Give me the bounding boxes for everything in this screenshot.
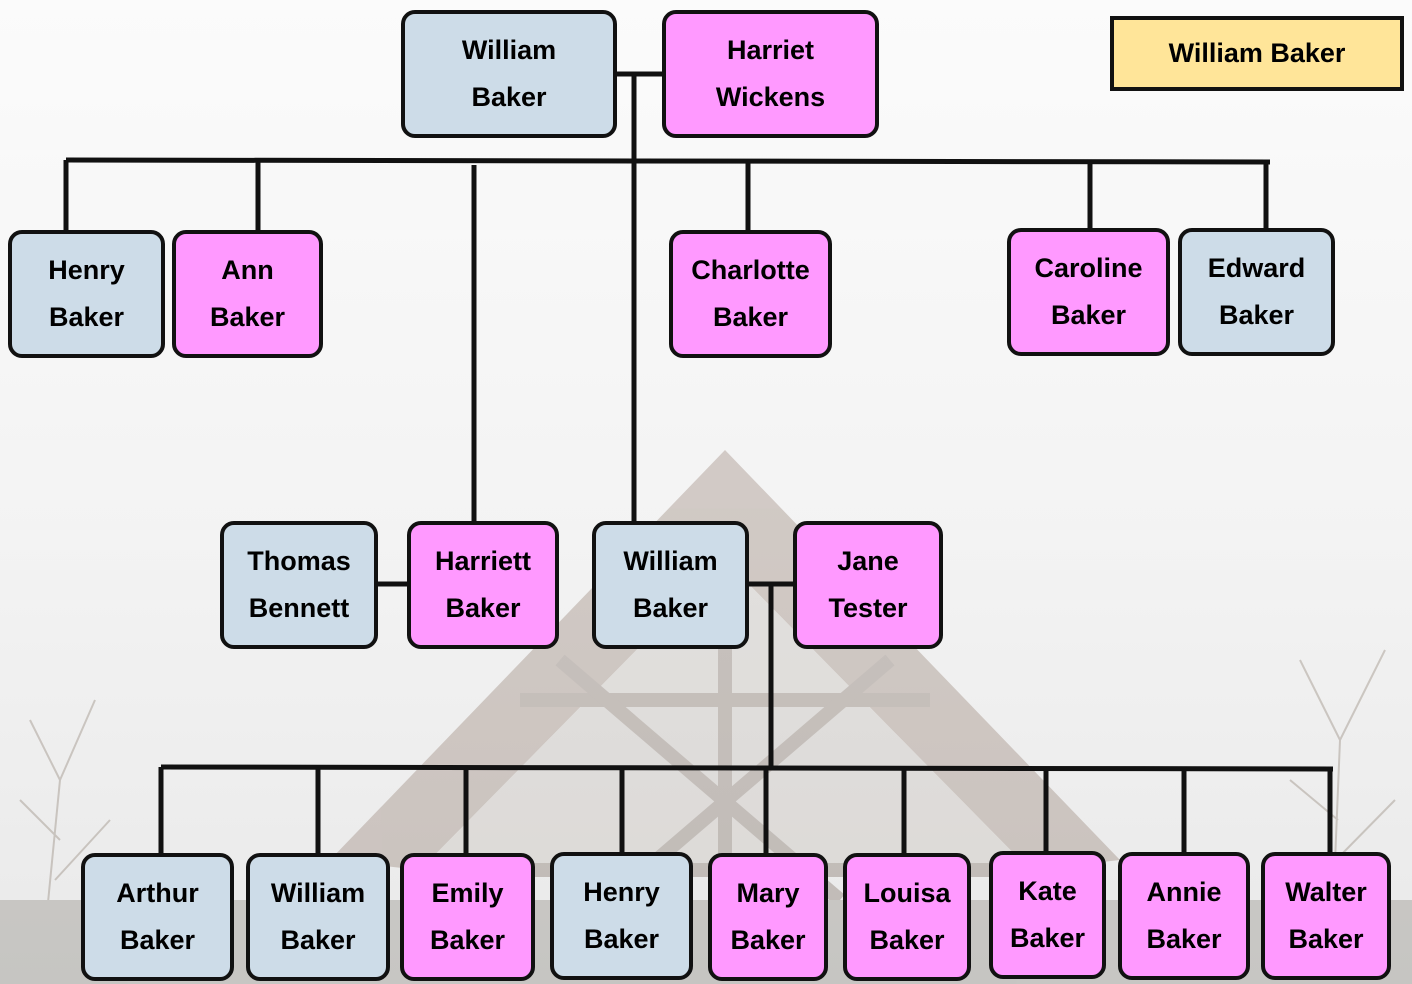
- first-name: Thomas: [247, 546, 351, 576]
- person-caroline-baker[interactable]: Caroline Baker: [1007, 228, 1170, 356]
- person-harriet-wickens[interactable]: Harriet Wickens: [662, 10, 879, 138]
- last-name: Baker: [730, 925, 806, 955]
- person-louisa-baker[interactable]: Louisa Baker: [843, 853, 971, 981]
- person-harriett-baker[interactable]: Harriett Baker: [407, 521, 559, 649]
- person-emily-baker[interactable]: Emily Baker: [400, 853, 535, 981]
- first-name: Kate: [1018, 876, 1077, 906]
- first-name: Mary: [736, 878, 800, 908]
- last-name: Baker: [1146, 924, 1222, 954]
- last-name: Wickens: [715, 82, 826, 112]
- person-edward-baker[interactable]: Edward Baker: [1178, 228, 1335, 356]
- last-name: Baker: [583, 924, 660, 954]
- first-name: Caroline: [1034, 253, 1143, 283]
- first-name: Jane: [837, 546, 899, 576]
- person-william-baker-sr[interactable]: William Baker: [401, 10, 617, 138]
- first-name: William: [461, 35, 557, 65]
- first-name: Walter: [1285, 877, 1367, 907]
- last-name: Baker: [429, 925, 506, 955]
- first-name: Harriet: [726, 35, 815, 65]
- person-ann-baker[interactable]: Ann Baker: [172, 230, 323, 358]
- last-name: Baker: [869, 925, 945, 955]
- first-name: Annie: [1146, 877, 1222, 907]
- person-william-baker-jr[interactable]: William Baker: [592, 521, 749, 649]
- first-name: Harriett: [434, 546, 532, 576]
- last-name: Baker: [48, 302, 125, 332]
- first-name: William: [623, 546, 718, 576]
- first-name: Emily: [431, 878, 504, 908]
- person-charlotte-baker[interactable]: Charlotte Baker: [669, 230, 832, 358]
- first-name: Arthur: [116, 878, 199, 908]
- last-name: Baker: [712, 302, 789, 332]
- last-name: Baker: [1218, 300, 1295, 330]
- first-name: Henry: [583, 877, 660, 907]
- first-name: Charlotte: [691, 255, 810, 285]
- person-henry-baker-2[interactable]: Henry Baker: [550, 852, 693, 980]
- last-name: Tester: [828, 593, 908, 623]
- first-name: Louisa: [863, 878, 951, 908]
- person-thomas-bennett[interactable]: Thomas Bennett: [220, 521, 378, 649]
- last-name: Baker: [471, 82, 547, 112]
- last-name: Baker: [1050, 300, 1127, 330]
- person-jane-tester[interactable]: Jane Tester: [793, 521, 943, 649]
- last-name: Bennett: [248, 593, 350, 623]
- person-walter-baker[interactable]: Walter Baker: [1261, 852, 1391, 980]
- person-mary-baker[interactable]: Mary Baker: [708, 853, 828, 981]
- last-name: Baker: [1288, 924, 1364, 954]
- last-name: Baker: [1009, 923, 1086, 953]
- person-henry-baker[interactable]: Henry Baker: [8, 230, 165, 358]
- tree-title: William Baker: [1168, 38, 1346, 68]
- tree-title-box: William Baker: [1110, 16, 1404, 91]
- last-name: Baker: [445, 593, 521, 623]
- person-william-baker-3[interactable]: William Baker: [246, 853, 390, 981]
- first-name: Edward: [1207, 253, 1306, 283]
- last-name: Baker: [280, 925, 356, 955]
- person-arthur-baker[interactable]: Arthur Baker: [81, 853, 234, 981]
- last-name: Baker: [209, 302, 286, 332]
- person-kate-baker[interactable]: Kate Baker: [989, 851, 1106, 979]
- last-name: Baker: [119, 925, 196, 955]
- first-name: Henry: [48, 255, 125, 285]
- first-name: William: [270, 878, 366, 908]
- first-name: Ann: [221, 255, 274, 285]
- person-annie-baker[interactable]: Annie Baker: [1118, 852, 1250, 980]
- last-name: Baker: [632, 593, 709, 623]
